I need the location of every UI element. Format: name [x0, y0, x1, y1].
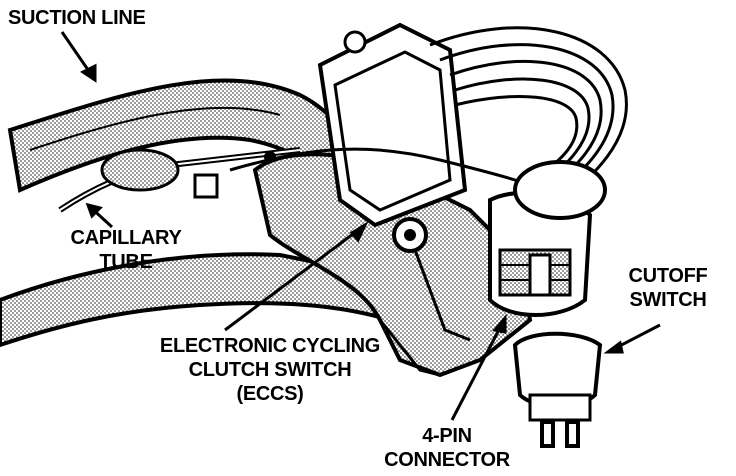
suction-line-arrowhead: [80, 63, 97, 83]
capillary-tube-line: [58, 147, 301, 213]
eccs-leader: [224, 223, 366, 332]
cutoff-switch-body: [512, 160, 607, 448]
capillary-tube-label-line-2: TUBE: [99, 251, 153, 273]
cutoff-switch-label: CUTOFF SWITCH: [612, 264, 724, 312]
four-pin-connector-label-line-1: 4-PIN: [422, 425, 472, 447]
eccs-switch-body: [317, 22, 468, 253]
connector-arrowhead: [492, 313, 507, 334]
capillary-tube-arrowhead: [85, 202, 103, 219]
capillary-tube-label: CAPILLARY TUBE: [68, 226, 184, 274]
cutoff-switch-arrowhead: [603, 340, 624, 354]
connector-leader: [450, 317, 507, 421]
cutoff-switch-label-line-2: SWITCH: [629, 289, 707, 311]
eccs-label-line-2: CLUTCH SWITCH: [188, 359, 352, 381]
eccs-label-line-1: ELECTRONIC CYCLING: [159, 335, 381, 357]
four-pin-connector-label: 4-PIN CONNECTOR: [372, 424, 522, 472]
eccs-label: ELECTRONIC CYCLING CLUTCH SWITCH (ECCS): [140, 334, 400, 406]
capillary-tube-label-line-1: CAPILLARY: [70, 227, 182, 249]
four-pin-connector-label-line-2: CONNECTOR: [384, 449, 510, 471]
leader-lines: [60, 31, 661, 421]
eccs-arrowhead: [349, 221, 369, 243]
cutoff-switch-label-line-1: CUTOFF: [628, 265, 708, 287]
eccs-label-line-3: (ECCS): [236, 383, 304, 405]
suction-line-label: SUCTION LINE: [8, 7, 146, 29]
